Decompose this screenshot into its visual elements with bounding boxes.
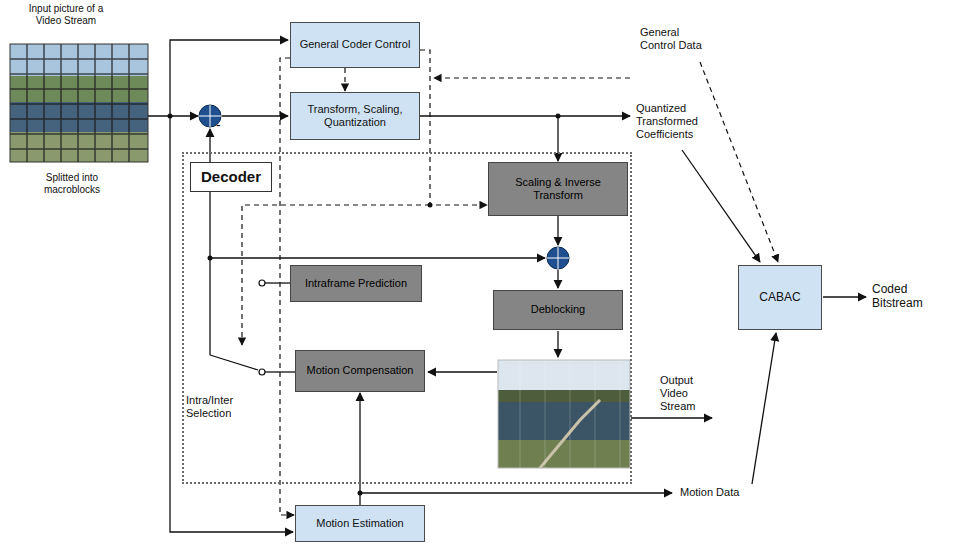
switch-contact	[259, 369, 265, 375]
box-label: Transform, Scaling, Quantization	[297, 103, 413, 129]
sign-label: -	[216, 117, 228, 134]
input-caption: Splitted into macroblocks	[22, 172, 122, 196]
signal-wire	[557, 331, 558, 357]
signal-wire	[557, 270, 558, 288]
process-box: General Coder Control	[290, 22, 420, 68]
data-connector	[420, 116, 558, 161]
signal-wire	[823, 296, 866, 297]
signal-wire	[682, 150, 760, 262]
signal-wire	[170, 40, 288, 116]
picture-frame	[10, 44, 148, 162]
box-label: Motion Estimation	[316, 517, 403, 530]
macroblock-grid	[10, 44, 148, 162]
junction-dot	[208, 256, 213, 261]
entropy-coder-box: CABAC	[738, 265, 822, 330]
process-box: Transform, Scaling, Quantization	[290, 92, 420, 140]
signal-wire	[631, 417, 712, 418]
signal-wire	[752, 333, 776, 484]
junction-dot	[168, 114, 173, 119]
sum-cross	[547, 247, 569, 269]
process-box: Deblocking	[493, 290, 623, 330]
control-wire	[700, 62, 778, 262]
water	[10, 102, 148, 132]
summing-point	[547, 247, 569, 269]
decoder-region: Decoder Scaling & Inverse TransformIntraf…	[182, 152, 632, 484]
ground	[10, 132, 148, 162]
process-box: Motion Compensation	[295, 350, 425, 392]
signal-wire	[170, 116, 293, 532]
box-label: CABAC	[759, 290, 800, 304]
sky	[498, 360, 630, 392]
ground	[498, 440, 630, 468]
box-label: Deblocking	[531, 303, 585, 316]
region-heading: Decoder	[190, 162, 272, 192]
box-label: Intraframe Prediction	[305, 277, 407, 290]
switch-contact	[259, 280, 265, 286]
signal-label: Quantized Transformed Coefficients	[636, 102, 716, 142]
control-connector	[420, 50, 487, 205]
signal-wire	[558, 115, 630, 116]
switch-lever	[210, 355, 258, 370]
signal-wire	[148, 115, 198, 116]
signal-wire	[265, 282, 290, 283]
box-label: Scaling & Inverse Transform	[495, 176, 621, 202]
process-box: Intraframe Prediction	[290, 265, 422, 302]
control-wire	[242, 205, 430, 345]
signal-wire	[360, 492, 672, 493]
picture-frame	[498, 360, 630, 468]
process-box: Motion Estimation	[295, 505, 425, 542]
box-label: Motion Compensation	[306, 364, 413, 377]
signal-label: Output Video Stream	[660, 374, 716, 414]
feedback-wire	[210, 257, 545, 258]
sky	[10, 44, 148, 76]
input-picture	[10, 44, 148, 162]
sum-circle	[547, 247, 569, 269]
signal-label: General Control Data	[640, 26, 712, 52]
signal-wire	[428, 371, 497, 372]
signal-wire	[557, 216, 558, 245]
data-connector	[359, 393, 360, 505]
faint-grid	[520, 360, 620, 468]
switch-label: Intra/Inter Selection	[186, 394, 260, 420]
process-box: Scaling & Inverse Transform	[488, 162, 628, 216]
tree-line	[498, 390, 630, 402]
output-picture	[498, 360, 630, 468]
control-wire	[434, 77, 630, 78]
input-caption: Input picture of a Video Stream	[18, 3, 114, 27]
water	[498, 402, 630, 440]
signal-label: Coded Bitstream	[872, 282, 944, 311]
signal-wire	[222, 115, 288, 116]
box-label: General Coder Control	[300, 38, 411, 51]
signal-label: Motion Data	[680, 486, 750, 499]
control-connector	[344, 68, 345, 91]
